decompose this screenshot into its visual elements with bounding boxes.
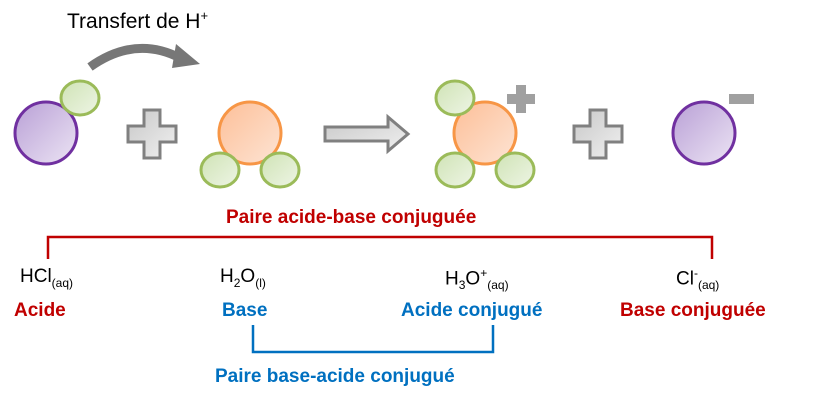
plus-icon (126, 108, 178, 160)
positive-charge-icon (507, 85, 535, 113)
transfer-arrow (87, 43, 183, 71)
hcl-molecule (13, 79, 101, 166)
acid-base-pair-bracket (46, 235, 714, 259)
cl-ion (671, 94, 754, 166)
base-label: Base (222, 300, 268, 321)
acid-label: Acide (14, 300, 66, 321)
conjugate-base-label: Base conjuguée (620, 300, 766, 321)
acid-base-pair-label: Paire acide-base conjuguée (226, 207, 477, 228)
hcl-formula: HCl(aq) (20, 266, 74, 290)
h2o-formula: H2O(l) (220, 266, 266, 290)
h3o-molecule (434, 79, 536, 189)
transfer-arrowhead (172, 44, 200, 68)
cl-formula: Cl-(aq) (676, 266, 720, 293)
transfer-label: Transfert de H+ (67, 8, 209, 33)
h2o-molecule (199, 100, 301, 189)
plus-icon (572, 108, 624, 160)
negative-charge-icon (729, 94, 754, 104)
base-acid-pair-label: Paire base-acide conjugué (215, 366, 455, 387)
h3o-formula: H3O+(aq) (445, 266, 509, 293)
base-acid-pair-bracket (251, 325, 495, 354)
conjugate-acid-label: Acide conjugué (401, 300, 543, 321)
reaction-arrow-icon (323, 113, 411, 155)
